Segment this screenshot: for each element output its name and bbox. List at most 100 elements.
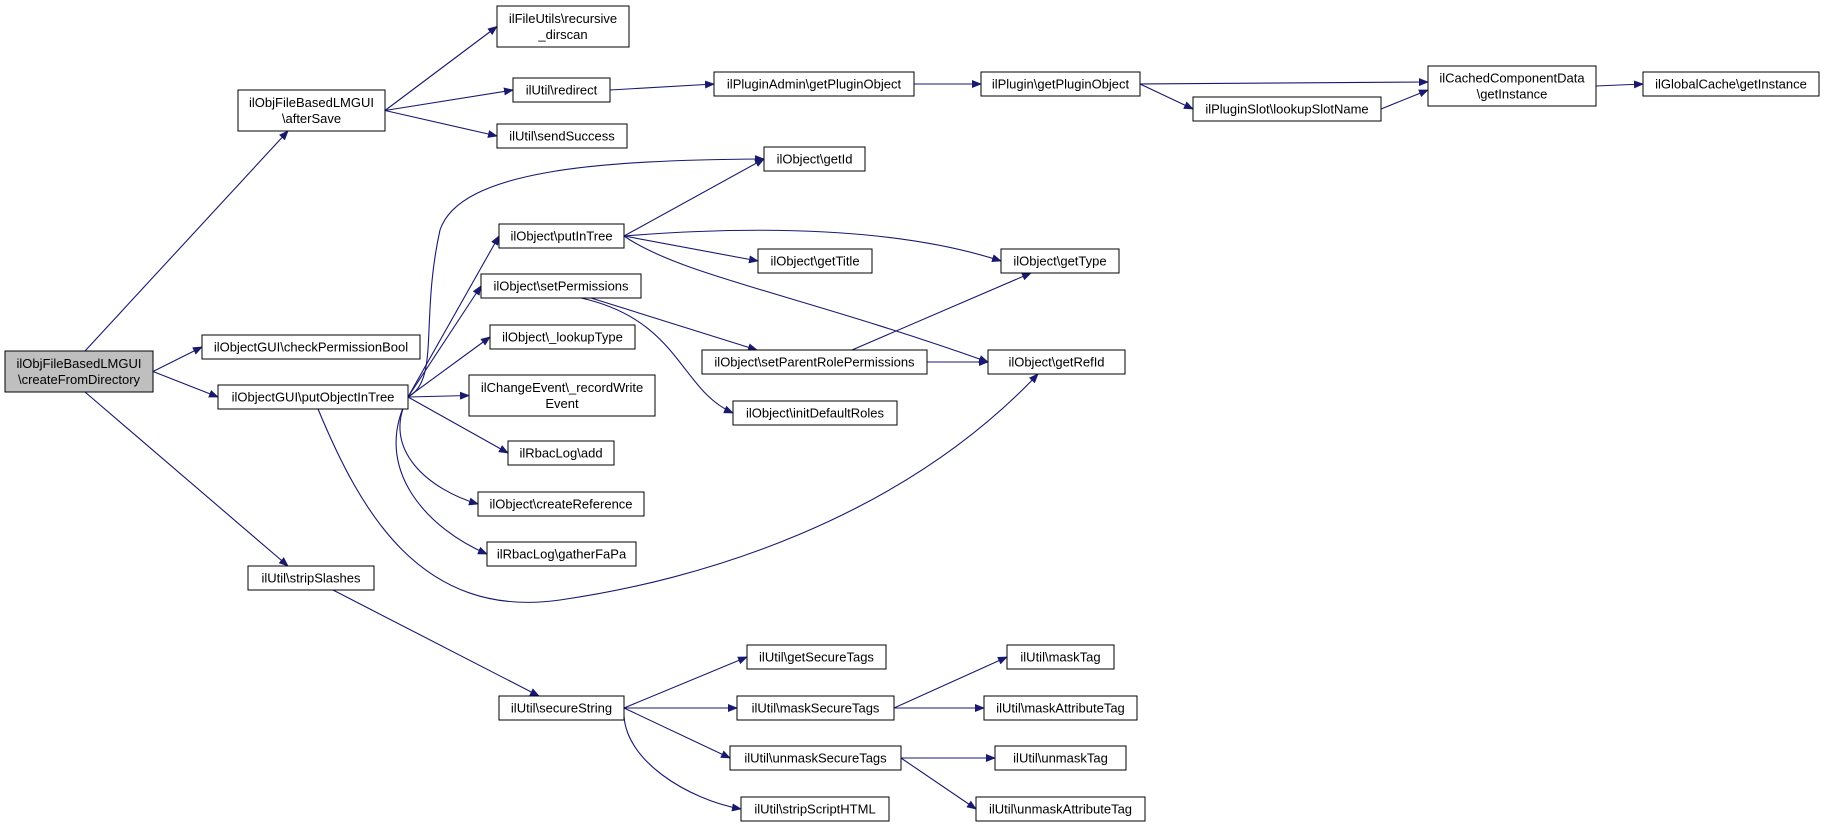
node-initDefaultRoles[interactable]: ilObject\initDefaultRoles: [732, 400, 898, 426]
node-cachedGetInstance[interactable]: ilCachedComponentData\getInstance: [1427, 65, 1597, 107]
node-root[interactable]: ilObjFileBasedLMGUI\createFromDirectory: [4, 350, 154, 393]
node-box: [983, 695, 1138, 721]
node-getType[interactable]: ilObject\getType: [1000, 248, 1120, 274]
node-label: ilUtil\sendSuccess: [509, 129, 615, 144]
edge-secureString-to-stripScriptHTML: [623, 707, 742, 812]
node-label: ilUtil\unmaskTag: [1013, 751, 1108, 766]
node-lookupSlotName[interactable]: ilPluginSlot\lookupSlotName: [1192, 96, 1382, 122]
node-label: ilObject\getTitle: [770, 254, 859, 269]
edge-unmaskSecureTags-to-unmaskAttributeTag: [900, 757, 977, 810]
edge-root-to-afterSave: [84, 130, 289, 352]
edge-putInTree-to-getRefId: [623, 235, 989, 363]
node-label: ilObject\getRefId: [1008, 355, 1104, 370]
node-getTitle[interactable]: ilObject\getTitle: [757, 248, 873, 274]
edge-secureString-to-unmaskSecureTags: [623, 707, 731, 759]
node-maskTag[interactable]: ilUtil\maskTag: [1006, 644, 1115, 670]
edge-setPermissions-to-initDefaultRoles: [580, 297, 734, 414]
node-label: ilUtil\unmaskAttributeTag: [989, 802, 1132, 817]
node-label: Event: [545, 396, 579, 411]
node-box: [498, 695, 625, 721]
node-box: [736, 695, 895, 721]
node-label: ilObjFileBasedLMGUI: [17, 356, 142, 371]
node-maskAttributeTag[interactable]: ilUtil\maskAttributeTag: [983, 695, 1138, 721]
node-box: [4, 350, 154, 393]
node-getSecureTags[interactable]: ilUtil\getSecureTags: [746, 644, 887, 670]
node-secureString[interactable]: ilUtil\secureString: [498, 695, 625, 721]
edge-pluginGetPluginObject-to-lookupSlotName: [1139, 83, 1194, 110]
node-box: [247, 565, 375, 591]
node-label: ilObjectGUI\putObjectInTree: [232, 390, 395, 405]
node-putObjectInTree[interactable]: ilObjectGUI\putObjectInTree: [217, 384, 409, 410]
edge-putInTree-to-getTitle: [623, 235, 759, 264]
node-maskSecureTags[interactable]: ilUtil\maskSecureTags: [736, 695, 895, 721]
node-label: ilObject\_lookupType: [502, 330, 623, 345]
node-label: ilFileUtils\recursive: [509, 11, 617, 26]
node-setParentRolePermissions[interactable]: ilObject\setParentRolePermissions: [701, 349, 928, 375]
edge-maskSecureTags-to-maskTag: [893, 656, 1008, 709]
edge-setParentRolePermissions-to-getType: [851, 272, 1032, 351]
node-label: ilUtil\maskAttributeTag: [996, 701, 1125, 716]
node-sendSuccess[interactable]: ilUtil\sendSuccess: [496, 123, 628, 149]
node-checkPermissionBool[interactable]: ilObjectGUI\checkPermissionBool: [201, 334, 421, 360]
node-box: [512, 77, 611, 103]
node-label: ilObject\createReference: [489, 497, 632, 512]
edge-afterSave-to-recursive_dirscan: [384, 25, 498, 111]
node-box: [468, 374, 656, 417]
node-lookupType[interactable]: ilObject\_lookupType: [489, 324, 636, 350]
node-label: ilObject\getType: [1013, 254, 1106, 269]
node-pluginGetPluginObject[interactable]: ilPlugin\getPluginObject: [980, 71, 1141, 97]
node-label: ilObject\putInTree: [510, 229, 612, 244]
node-recursive_dirscan[interactable]: ilFileUtils\recursive_dirscan: [496, 5, 630, 48]
node-unmaskTag[interactable]: ilUtil\unmaskTag: [994, 745, 1127, 771]
node-label: ilUtil\redirect: [526, 83, 598, 98]
node-box: [980, 71, 1141, 97]
node-box: [1427, 65, 1597, 107]
node-label: ilPlugin\getPluginObject: [992, 77, 1130, 92]
node-box: [480, 273, 642, 299]
edge-putObjectInTree-to-lookupType: [407, 336, 491, 398]
node-label: \getInstance: [1477, 87, 1548, 102]
node-getId[interactable]: ilObject\getId: [763, 146, 866, 172]
edge-putObjectInTree-to-createReference: [399, 396, 479, 506]
node-label: ilUtil\getSecureTags: [759, 650, 874, 665]
edge-root-to-checkPermissionBool: [152, 346, 203, 372]
node-stripScriptHTML[interactable]: ilUtil\stripScriptHTML: [740, 796, 890, 822]
node-box: [757, 248, 873, 274]
node-unmaskSecureTags[interactable]: ilUtil\unmaskSecureTags: [729, 745, 902, 771]
node-label: ilRbacLog\gatherFaPa: [497, 547, 627, 562]
node-box: [975, 796, 1146, 822]
node-redirect[interactable]: ilUtil\redirect: [512, 77, 611, 103]
node-getRefId[interactable]: ilObject\getRefId: [987, 349, 1126, 375]
node-pluginAdminGetPluginObject[interactable]: ilPluginAdmin\getPluginObject: [713, 71, 915, 97]
node-createReference[interactable]: ilObject\createReference: [477, 491, 645, 517]
node-label: ilUtil\unmaskSecureTags: [744, 751, 887, 766]
node-unmaskAttributeTag[interactable]: ilUtil\unmaskAttributeTag: [975, 796, 1146, 822]
node-label: ilUtil\stripSlashes: [262, 571, 361, 586]
edge-cachedGetInstance-to-globalCacheGetInstance: [1595, 80, 1644, 89]
node-stripSlashes[interactable]: ilUtil\stripSlashes: [247, 565, 375, 591]
node-label: ilUtil\secureString: [511, 701, 612, 716]
node-box: [489, 324, 636, 350]
node-label: ilObjFileBasedLMGUI: [249, 95, 374, 110]
node-putInTree[interactable]: ilObject\putInTree: [498, 223, 625, 249]
edge-secureString-to-getSecureTags: [623, 656, 748, 709]
node-label: ilObject\setPermissions: [493, 279, 629, 294]
node-label: ilObject\getId: [777, 152, 853, 167]
node-globalCacheGetInstance[interactable]: ilGlobalCache\getInstance: [1642, 71, 1820, 97]
edge-stripSlashes-to-secureString: [332, 589, 540, 697]
node-rbacLogAdd[interactable]: ilRbacLog\add: [507, 440, 615, 466]
node-label: ilUtil\stripScriptHTML: [754, 802, 875, 817]
node-setPermissions[interactable]: ilObject\setPermissions: [480, 273, 642, 299]
edge-setPermissions-to-setParentRolePermissions: [590, 297, 758, 352]
node-label: _dirscan: [537, 27, 587, 42]
node-afterSave[interactable]: ilObjFileBasedLMGUI\afterSave: [237, 89, 386, 132]
node-gatherFaPa[interactable]: ilRbacLog\gatherFaPa: [486, 541, 637, 567]
node-box: [713, 71, 915, 97]
edge-putObjectInTree-to-setPermissions: [407, 285, 482, 398]
node-box: [729, 745, 902, 771]
node-label: ilChangeEvent\_recordWrite: [481, 380, 643, 395]
node-label: \createFromDirectory: [18, 372, 141, 387]
node-box: [994, 745, 1127, 771]
edge-lookupSlotName-to-cachedGetInstance: [1380, 89, 1429, 110]
